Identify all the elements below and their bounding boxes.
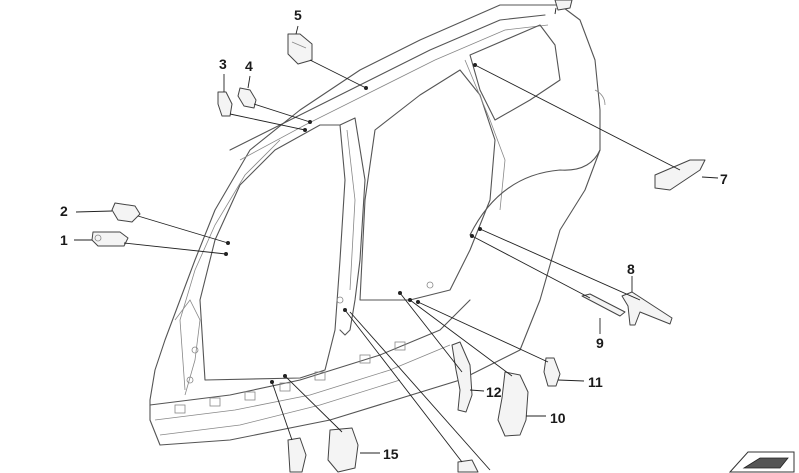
rear-wheel-arch: [469, 149, 601, 236]
sill-details: [174, 281, 434, 414]
leader-lines: [74, 7, 719, 471]
callout-3: 3: [219, 56, 227, 72]
part-3: [217, 91, 233, 117]
rocker-sill: [149, 299, 471, 406]
b-pillar: [339, 117, 366, 336]
part-4: [237, 87, 257, 109]
part-11: [543, 357, 561, 387]
part-badge-icon: [728, 451, 795, 473]
part-9: [581, 293, 626, 317]
callout-8: 8: [627, 261, 635, 277]
callout-11: 11: [588, 374, 603, 390]
roof-rail: [229, 14, 546, 151]
part-15: [327, 427, 359, 473]
callout-15: 15: [383, 446, 399, 462]
front-door-opening: [199, 124, 346, 381]
callout-9: 9: [596, 335, 604, 351]
callout-4: 4: [245, 58, 253, 74]
side-frame-body: [149, 4, 606, 446]
part-16: [287, 437, 307, 473]
frame-outer-outline: [149, 4, 601, 446]
part-18: [554, 0, 573, 11]
rear-door-opening: [359, 69, 496, 301]
part-17: [457, 459, 479, 473]
part-1: [91, 231, 129, 247]
part-10: [497, 371, 529, 437]
part-5: [287, 33, 313, 65]
part-7: [654, 159, 706, 191]
quarter-window: [469, 24, 561, 121]
part-12: [451, 341, 473, 413]
part-8: [621, 291, 673, 326]
callout-7: 7: [720, 171, 728, 187]
callout-1: 1: [60, 232, 68, 248]
part-2: [111, 202, 141, 223]
callout-5: 5: [294, 7, 302, 23]
callout-10: 10: [550, 410, 566, 426]
callout-2: 2: [60, 203, 68, 219]
callout-12: 12: [486, 384, 502, 400]
